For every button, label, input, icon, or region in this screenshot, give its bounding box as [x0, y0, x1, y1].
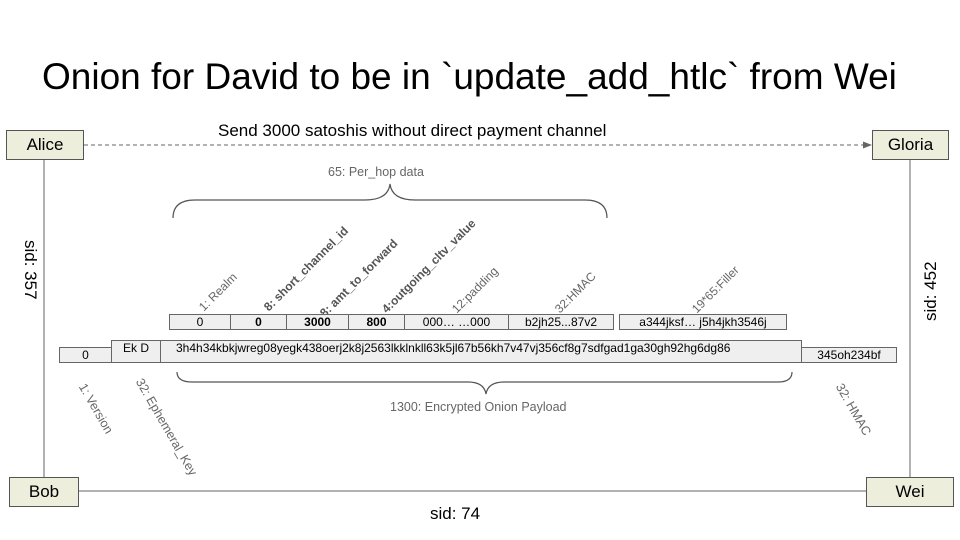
node-bob: Bob: [9, 477, 79, 507]
short-channel-id-cell: 0: [230, 314, 287, 330]
encrypted-payload-cell: 3h4h34kbkjwreg08yegk438oerj2k8j2563lkkln…: [160, 340, 802, 363]
page-title: Onion for David to be in `update_add_htl…: [42, 56, 897, 97]
node-gloria: Gloria: [872, 130, 949, 160]
ephemeral-key-cell: Ek D: [111, 340, 161, 363]
padding-cell: 000… …000: [404, 314, 509, 330]
node-wei: Wei: [866, 477, 954, 507]
realm-cell: 0: [169, 314, 231, 330]
per-hop-hmac-cell: b2jh25...87v2: [508, 314, 614, 330]
version-cell: 0: [59, 347, 112, 363]
route-caption: Send 3000 satoshis without direct paymen…: [218, 121, 607, 140]
payload-label: 1300: Encrypted Onion Payload: [390, 400, 567, 414]
amt-to-forward-cell: 3000: [286, 314, 349, 330]
per-hop-label: 65: Per_hop data: [328, 165, 424, 179]
outgoing-cltv-value-cell: 800: [348, 314, 405, 330]
filler-cell: a344jksf… j5h4jkh3546j: [619, 314, 787, 330]
sid-bottom: sid: 74: [430, 504, 481, 523]
packet-hmac-cell: 345oh234bf: [801, 347, 897, 363]
sid-right: sid: 452: [921, 261, 940, 321]
node-alice: Alice: [6, 130, 84, 160]
sid-left: sid: 357: [21, 240, 40, 300]
